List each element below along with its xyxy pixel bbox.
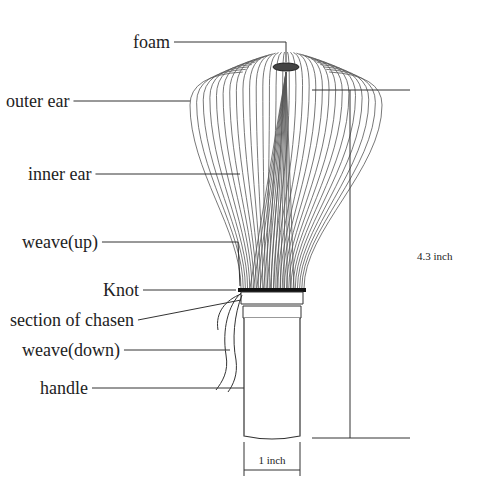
- weave-strings: [216, 293, 242, 392]
- foam-mark: [273, 63, 299, 71]
- leader-line: [174, 42, 286, 62]
- chasen-section: [241, 292, 303, 304]
- knot-band: [238, 288, 306, 292]
- leader-lines: [73, 42, 286, 388]
- leader-line: [95, 174, 240, 175]
- handle-shape: [244, 318, 300, 439]
- part-label: weave(down): [22, 339, 120, 361]
- part-label: handle: [40, 377, 88, 399]
- leader-line: [138, 300, 241, 320]
- dimension-label: 4.3 inch: [415, 250, 454, 263]
- part-label: section of chasen: [10, 309, 134, 331]
- dimension-width: [244, 442, 300, 476]
- part-label: Knot: [103, 279, 139, 301]
- chasen-ring: [243, 306, 301, 318]
- leader-line: [92, 388, 244, 389]
- leader-line: [124, 350, 230, 351]
- dimension-height: [312, 90, 410, 438]
- leader-line: [143, 290, 236, 291]
- part-label: inner ear: [28, 163, 91, 185]
- dimension-label: 1 inch: [256, 454, 287, 467]
- part-label: outer ear: [6, 90, 69, 112]
- whisk-tines: [190, 52, 382, 288]
- part-label: weave(up): [22, 231, 98, 253]
- leader-line: [73, 101, 190, 102]
- leader-line: [102, 242, 240, 286]
- part-label: foam: [133, 31, 170, 53]
